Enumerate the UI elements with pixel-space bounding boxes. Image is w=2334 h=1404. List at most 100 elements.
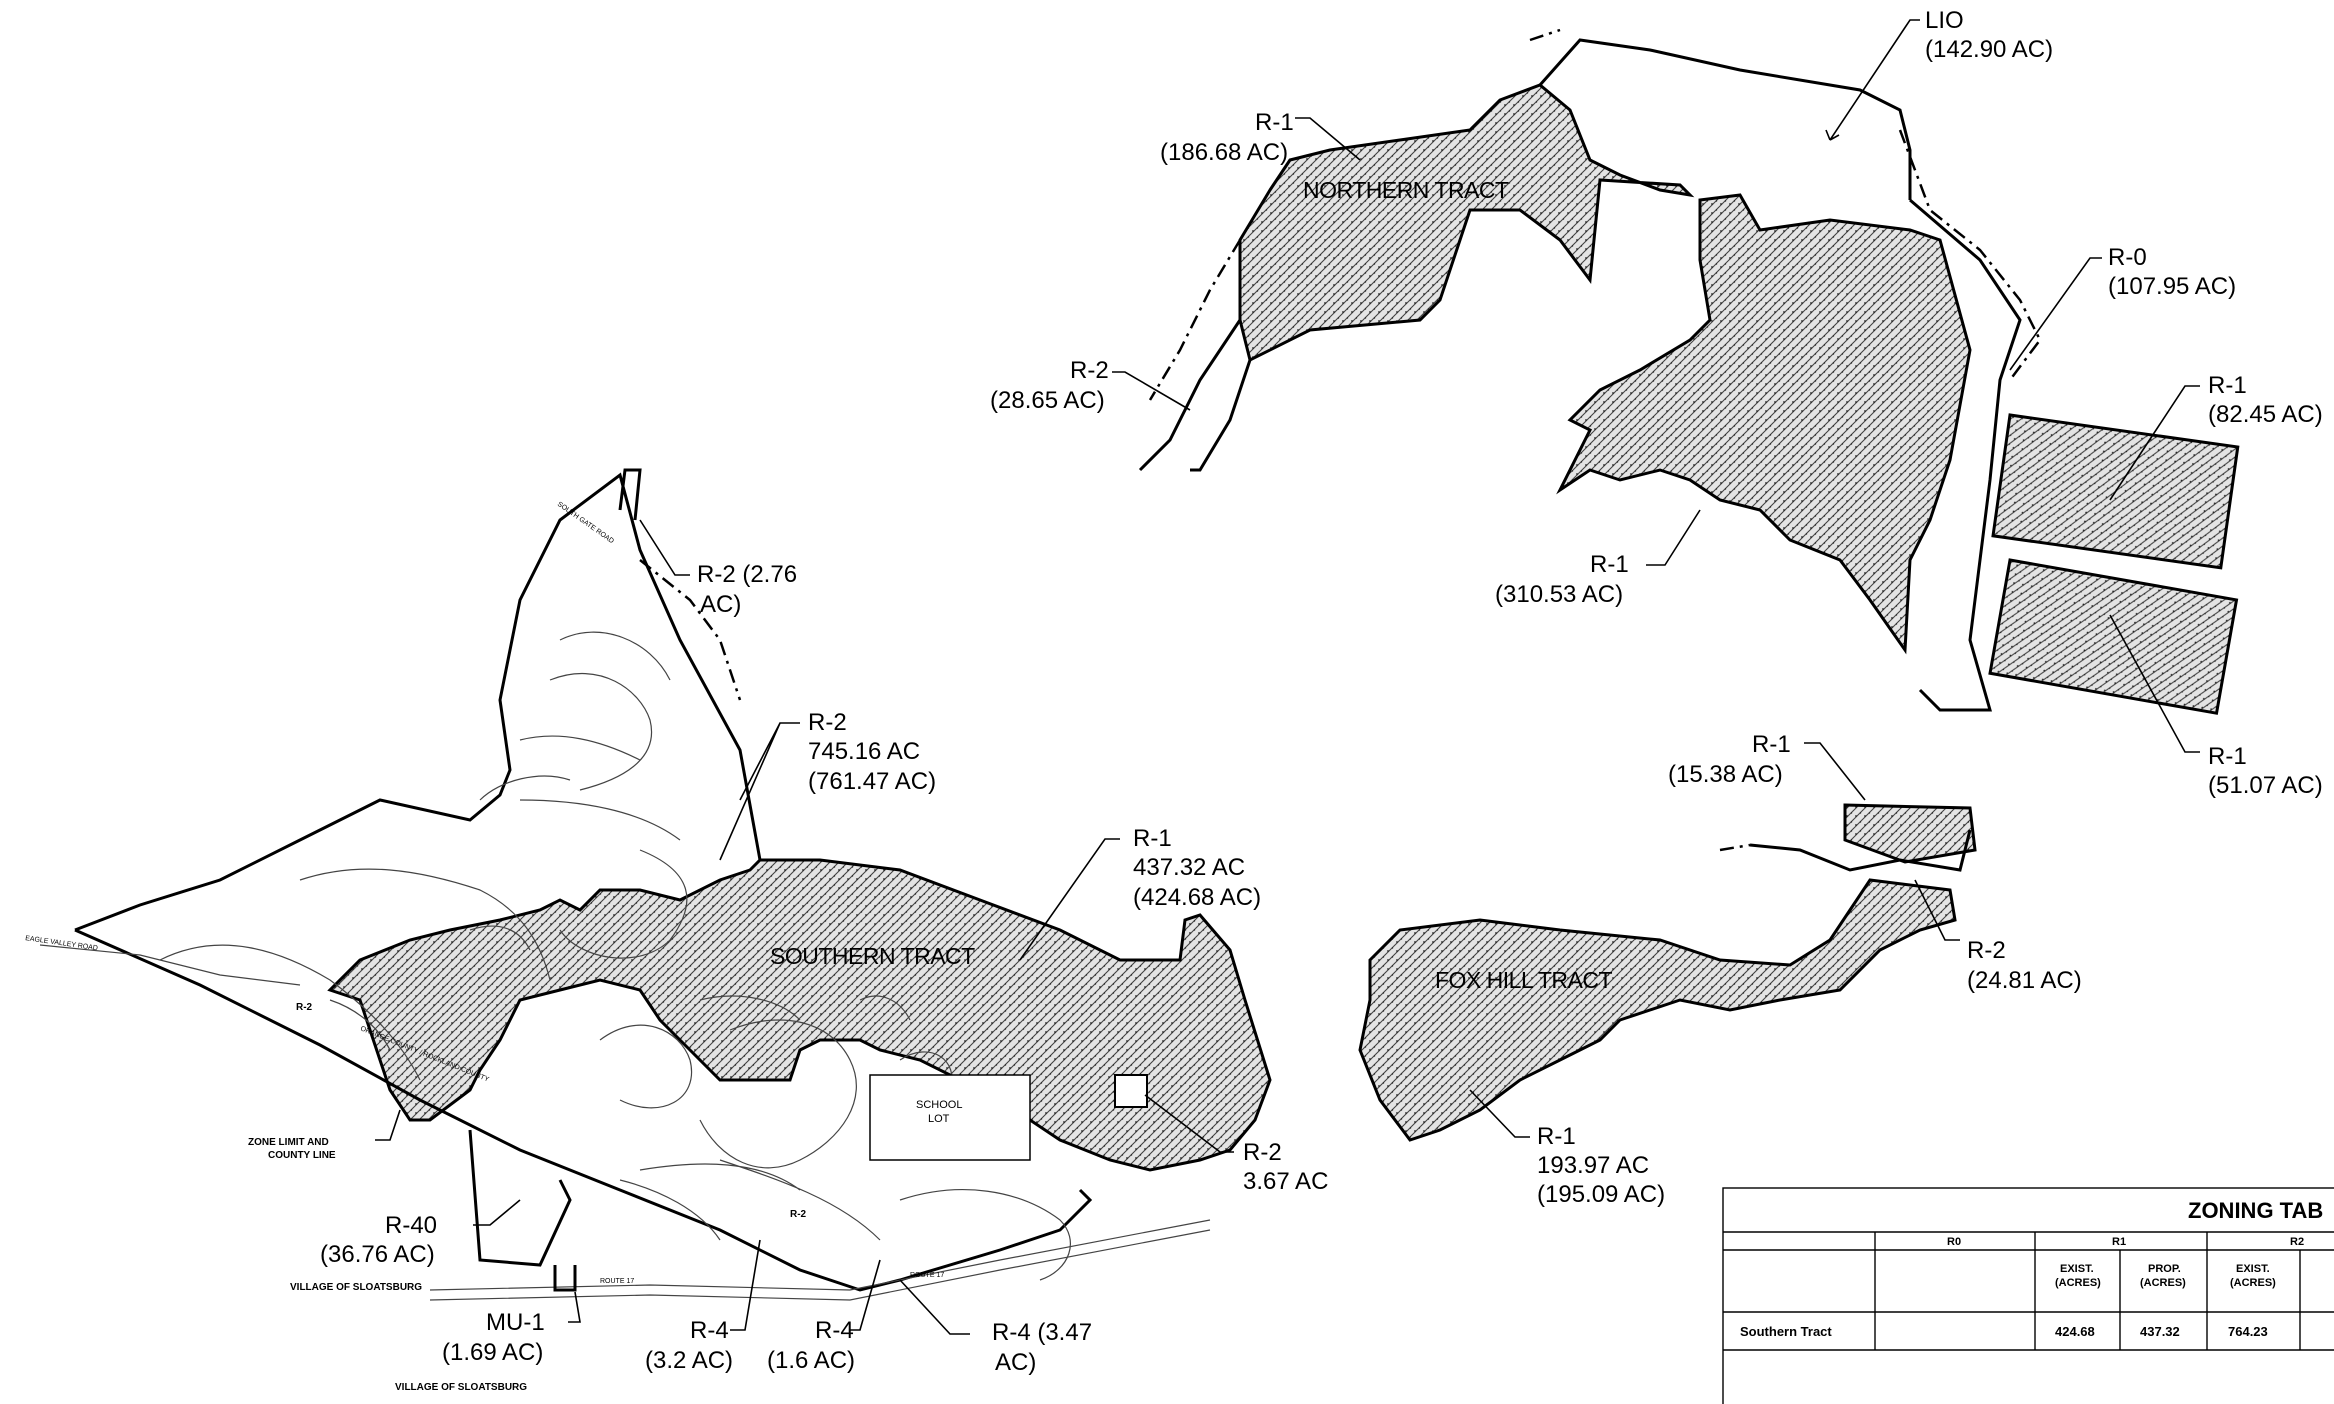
school-lot-label-1: SCHOOL	[916, 1099, 962, 1111]
leader-lines	[375, 19, 2200, 1335]
r1-prop-value: 437.32	[2140, 1324, 2180, 1339]
southern-tract	[39, 468, 1272, 1301]
row-label-southern: Southern Tract	[1740, 1324, 1832, 1339]
sub-exist-1: EXIST.	[2060, 1263, 2094, 1275]
eagle-valley-road	[39, 944, 301, 986]
route17-label-b: ROUTE 17	[910, 1272, 944, 1279]
fox-hill-tract	[1358, 803, 1977, 1142]
r1-310-area-label: (310.53 AC)	[1495, 581, 1623, 608]
mu1-boundary	[553, 1265, 577, 1292]
table-frame	[1722, 1187, 2334, 1404]
s-r2-367-area-label: 3.67 AC	[1243, 1168, 1328, 1195]
sub-exist-r2-1: EXIST.	[2236, 1263, 2270, 1275]
eagle-valley-road-label: EAGLE VALLEY ROAD	[25, 935, 99, 952]
r1-310-zone-label: R-1	[1590, 551, 1629, 578]
fh-r1-zone-label: R-1	[1537, 1123, 1576, 1150]
s-r2-276-line2: AC)	[700, 591, 741, 618]
southern-r2-square	[1114, 1074, 1148, 1108]
n-r2-zone-label: R-2	[1070, 357, 1109, 384]
zone-limit-label-1: ZONE LIMIT AND	[248, 1137, 329, 1148]
r40-zone-label: R-40	[385, 1212, 437, 1239]
s-r2-745-area2-label: (761.47 AC)	[808, 768, 936, 795]
n-r1-zone-label: R-1	[1255, 109, 1294, 136]
northern-tract-name: NORTHERN TRACT	[1303, 177, 1509, 203]
sub-prop-1: PROP.	[2148, 1263, 2181, 1275]
r1-15-zone-label: R-1	[1752, 731, 1791, 758]
village-label-2: VILLAGE OF SLOATSBURG	[395, 1382, 527, 1393]
northern-west-dash	[1148, 239, 1242, 401]
s-r1-area2-label: (424.68 AC)	[1133, 884, 1261, 911]
s-r1-area1-label: 437.32 AC	[1133, 854, 1245, 881]
southern-outer-boundary	[74, 472, 762, 932]
s-r2-367-zone-label: R-2	[1243, 1139, 1282, 1166]
lio-boundary	[1909, 198, 2022, 712]
r4-16-area-label: (1.6 AC)	[767, 1347, 855, 1374]
r1-15-zone	[1843, 803, 1977, 864]
s-r2-745-zone-label: R-2	[808, 709, 847, 736]
col-r1: R1	[2112, 1236, 2126, 1248]
route-17	[429, 1219, 1211, 1301]
lio-zone-label: LIO	[1925, 7, 1964, 34]
table-title: ZONING TAB	[2188, 1198, 2323, 1223]
fox-hill-tract-name: FOX HILL TRACT	[1435, 967, 1612, 993]
s-r2-745-area1-label: 745.16 AC	[808, 738, 920, 765]
school-lot-label-2: LOT	[928, 1113, 950, 1125]
fh-r1-area2-label: (195.09 AC)	[1537, 1181, 1665, 1208]
col-r2: R2	[2290, 1236, 2304, 1248]
r4-32-zone-label: R-4	[690, 1317, 729, 1344]
northern-boundary-top	[1538, 38, 1912, 200]
fh-r1-area1-label: 193.97 AC	[1537, 1152, 1649, 1179]
fh-r2-zone-label: R-2	[1967, 937, 2006, 964]
mu1-zone-label: MU-1	[486, 1309, 545, 1336]
northern-r1-zone	[1238, 83, 1695, 363]
lio-area-label: (142.90 AC)	[1925, 36, 2053, 63]
r1-51-area-label: (51.07 AC)	[2208, 772, 2323, 799]
inner-r2-label-a: R-2	[296, 1002, 313, 1013]
zone-limit-label-2: COUNTY LINE	[268, 1150, 336, 1161]
sub-exist-2: (ACRES)	[2055, 1277, 2101, 1289]
northern-tract	[1138, 28, 2240, 715]
sub-exist-r2-2: (ACRES)	[2230, 1277, 2276, 1289]
r4-347-line1: R-4 (3.47	[992, 1319, 1092, 1346]
southern-tract-name: SOUTHERN TRACT	[770, 943, 975, 969]
southern-r1-zone	[327, 858, 1272, 1172]
r0-area-label: (107.95 AC)	[2108, 273, 2236, 300]
zoning-table: ZONING TAB R0 R1 R2 EXIST. (ACRES) PROP.…	[1722, 1187, 2334, 1404]
inner-r2-label-b: R-2	[790, 1209, 807, 1220]
r1-51-zone-label: R-1	[2208, 743, 2247, 770]
r1-exist-value: 424.68	[2055, 1324, 2095, 1339]
r4-32-area-label: (3.2 AC)	[645, 1347, 733, 1374]
r1-82-zone-label: R-1	[2208, 372, 2247, 399]
south-gate-road-label: SOUTH GATE ROAD	[556, 501, 615, 545]
fh-r2-area-label: (24.81 AC)	[1967, 967, 2082, 994]
northern-boundary-dash	[1529, 28, 2042, 381]
fox-hill-r1-zone	[1358, 878, 1957, 1142]
south-gate-road	[618, 468, 642, 521]
route17-label-a: ROUTE 17	[600, 1278, 634, 1285]
r40-area-label: (36.76 AC)	[320, 1241, 435, 1268]
fox-hill-dash	[1719, 843, 1751, 852]
r1-15-area-label: (15.38 AC)	[1668, 761, 1783, 788]
sub-prop-2: (ACRES)	[2140, 1277, 2186, 1289]
r1-82-area-label: (82.45 AC)	[2208, 401, 2323, 428]
tract-names: NORTHERN TRACT SOUTHERN TRACT FOX HILL T…	[770, 177, 1613, 993]
mu1-area-label: (1.69 AC)	[442, 1339, 543, 1366]
fox-hill-top-line	[1749, 829, 1972, 872]
s-r1-zone-label: R-1	[1133, 825, 1172, 852]
zone-labels: LIO (142.90 AC) R-1 (186.68 AC) R-2 (28.…	[25, 7, 2323, 1393]
northern-r2-strip	[1138, 319, 1252, 472]
r40-boundary	[468, 1129, 572, 1267]
col-r0: R0	[1947, 1236, 1961, 1248]
r4-347-line2: AC)	[995, 1349, 1036, 1376]
subdivision-roads-2	[329, 631, 911, 1241]
r0-zone-label: R-0	[2108, 244, 2147, 271]
school-lot	[869, 1074, 1031, 1161]
n-r1-area-label: (186.68 AC)	[1160, 139, 1288, 166]
subdivision-roads	[159, 672, 1071, 1281]
southern-east-dash	[639, 559, 742, 701]
n-r2-area-label: (28.65 AC)	[990, 387, 1105, 414]
r2-exist-value: 764.23	[2228, 1324, 2268, 1339]
s-r2-276-line1: R-2 (2.76	[697, 561, 797, 588]
r4-16-zone-label: R-4	[815, 1317, 854, 1344]
